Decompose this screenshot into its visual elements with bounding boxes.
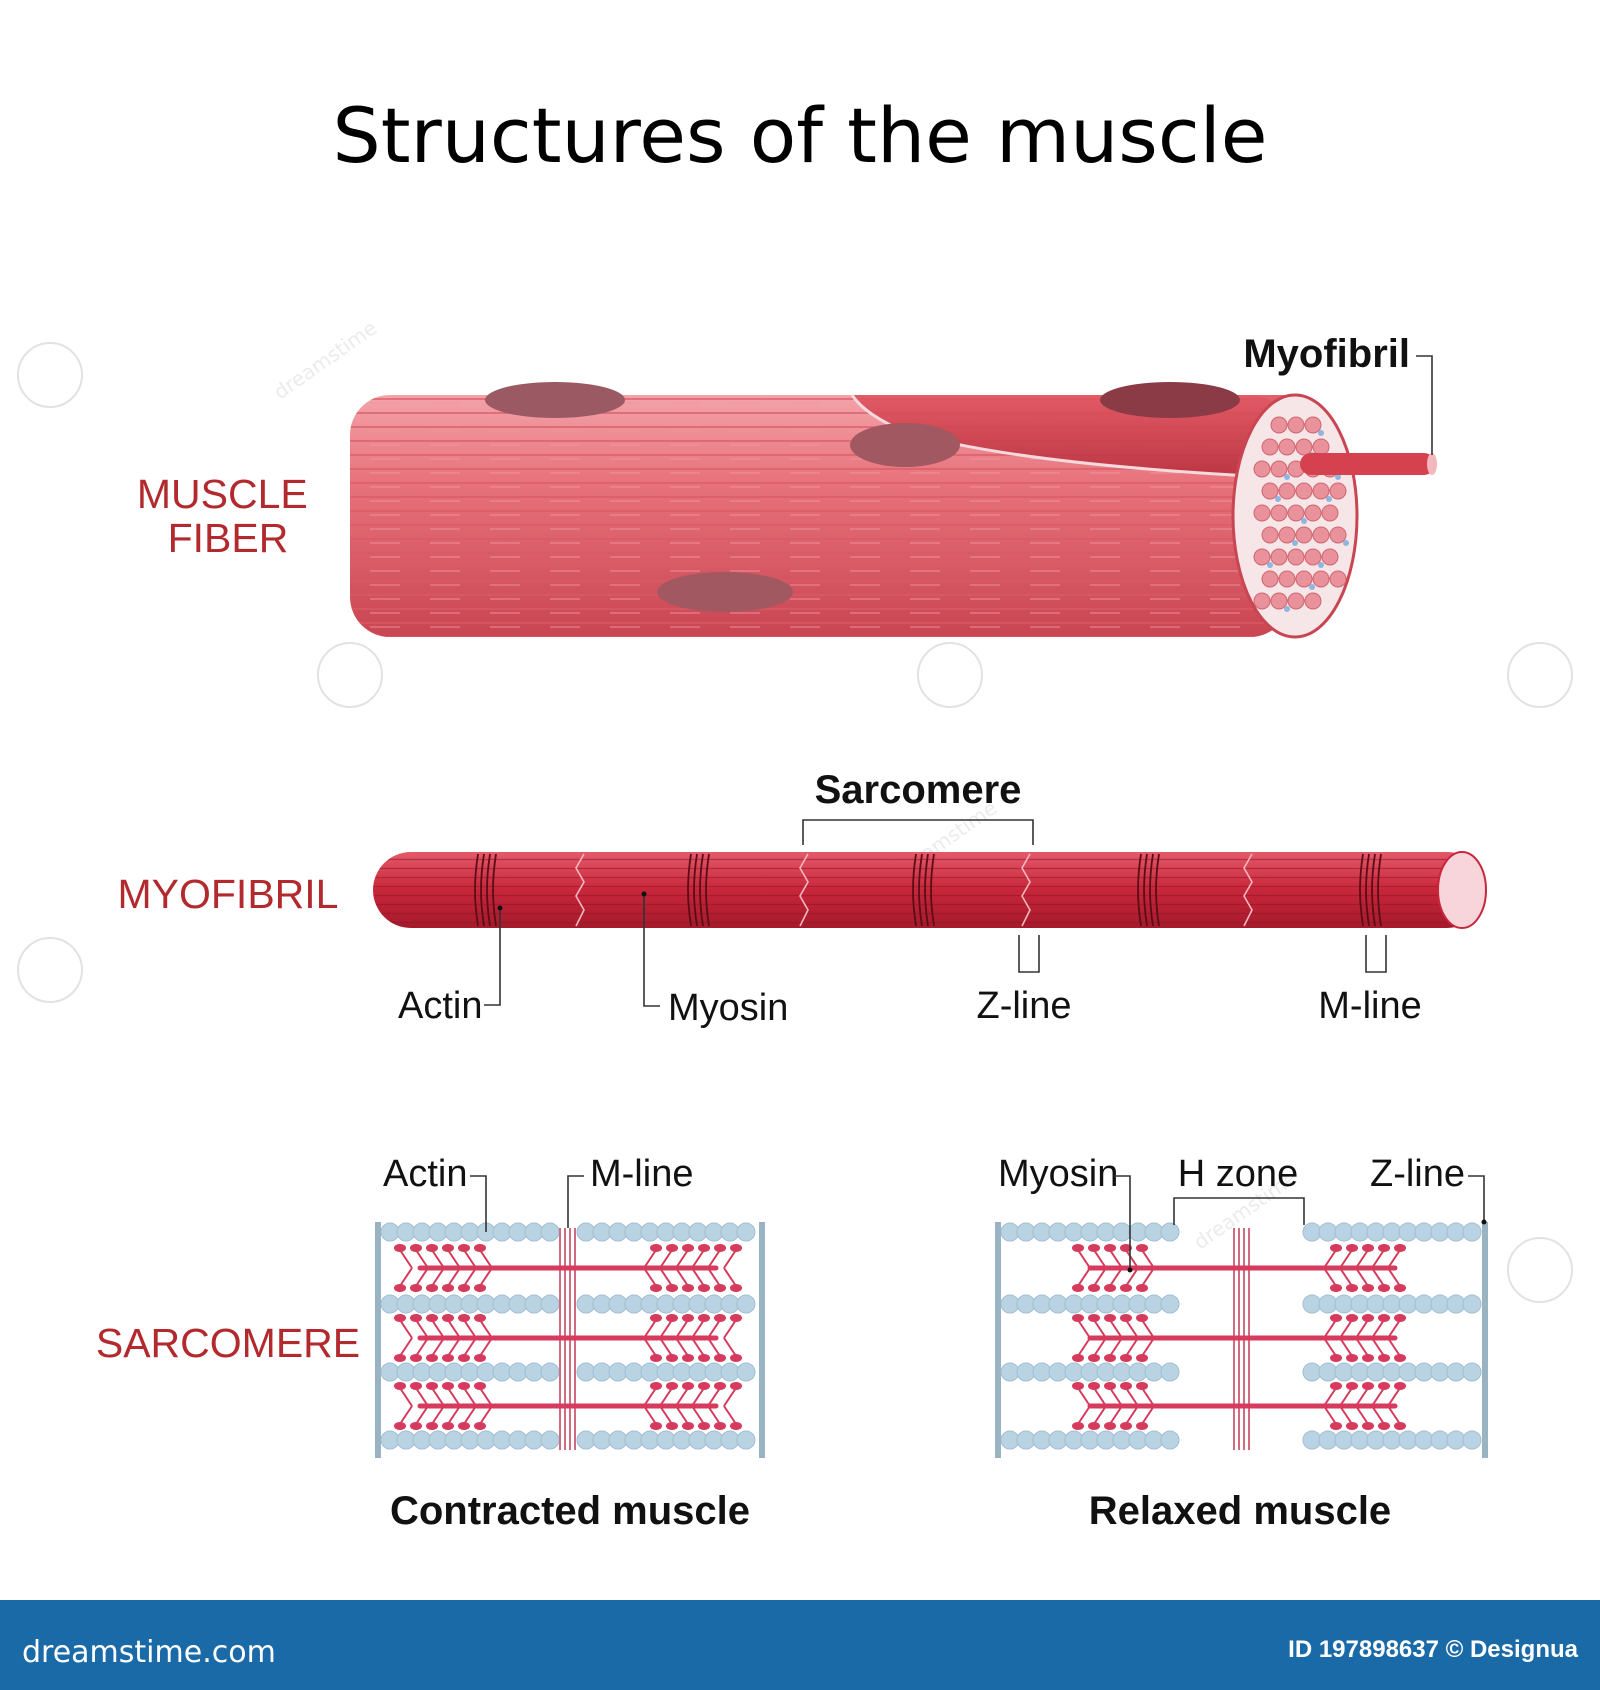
- leader-actin: [484, 908, 501, 1006]
- label-myosin: Myosin: [668, 987, 788, 1029]
- nucleus: [1100, 382, 1240, 418]
- bracket-h-zone: [1173, 1197, 1305, 1225]
- myofibril-bundle: [1253, 416, 1349, 612]
- leader-z-line: [1468, 1175, 1485, 1222]
- label-m-line: M-line: [590, 1153, 693, 1195]
- label-myosin: Myosin: [998, 1153, 1118, 1195]
- leader-myosin: [643, 894, 660, 1007]
- label-h-zone: H zone: [1178, 1153, 1298, 1195]
- myofibril-cross-section: [1437, 851, 1487, 929]
- leader-m-line: [567, 1175, 584, 1228]
- contracted-sarcomere: [375, 1222, 765, 1458]
- bracket-m-line: [1365, 935, 1387, 973]
- nucleus: [485, 382, 625, 418]
- leader-myosin: [1114, 1175, 1131, 1270]
- label-actin: Actin: [383, 1153, 467, 1195]
- section-label-sarcomere: SARCOMERE: [96, 1320, 360, 1366]
- section-label-muscle-fiber: MUSCLE FIBER: [137, 471, 319, 561]
- label-actin: Actin: [398, 985, 482, 1027]
- m-line-bands: [474, 853, 1382, 927]
- page-title: Structures of the muscle: [332, 91, 1267, 180]
- watermark-text: dreamstime: [269, 316, 381, 405]
- label-z-line: Z-line: [1370, 1153, 1465, 1195]
- label-myofibril: Myofibril: [1243, 332, 1410, 376]
- myofibril: [373, 851, 1487, 929]
- section-label-myofibril: MYOFIBRIL: [118, 871, 339, 917]
- nucleus: [657, 572, 793, 612]
- label-z-line: Z-line: [976, 985, 1071, 1027]
- label-m-line: M-line: [1318, 985, 1421, 1027]
- leader-actin: [470, 1175, 487, 1232]
- muscle-fiber: [350, 382, 1437, 639]
- z-lines: [575, 853, 1253, 927]
- label-sarcomere: Sarcomere: [815, 768, 1022, 812]
- footer-site: dreamstime.com: [22, 1635, 276, 1670]
- relaxed-sarcomere: [995, 1222, 1488, 1458]
- footer-credit: ID 197898637 © Designua: [1288, 1636, 1578, 1663]
- footer-bar: [0, 1600, 1600, 1690]
- caption-relaxed: Relaxed muscle: [1089, 1489, 1391, 1533]
- bracket-sarcomere: [802, 819, 1034, 845]
- leader-myofibril: [1416, 355, 1433, 455]
- nucleus: [850, 423, 960, 467]
- caption-contracted: Contracted muscle: [390, 1489, 750, 1533]
- bracket-z-line: [1018, 935, 1040, 973]
